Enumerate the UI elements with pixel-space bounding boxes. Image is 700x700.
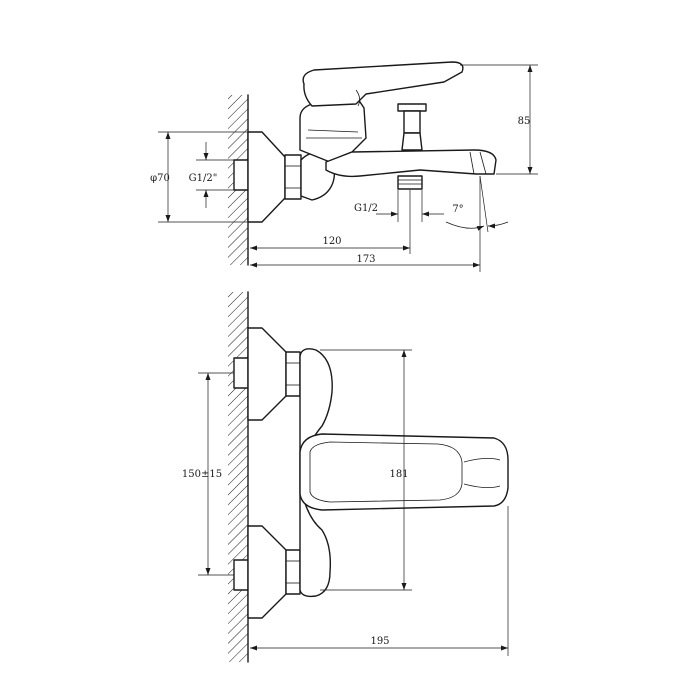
thread-label-side: G1/2" [189, 173, 218, 184]
thread-label-bottom: G1/2 [354, 203, 378, 214]
shower-outlet-thread [397, 175, 423, 190]
inlet-nipple-upper [233, 357, 249, 389]
dim-depth-120: 120 [322, 236, 341, 247]
dim-height-85: 85 [518, 116, 531, 127]
dim-depth-195: 195 [370, 636, 389, 647]
dim-length-181: 181 [389, 469, 408, 480]
side-view: 85 φ70 G1/2" G1/2 7° 120 173 [150, 61, 538, 272]
escutcheon-lower [247, 525, 287, 619]
escutcheon-top [247, 131, 286, 223]
spout-side [325, 149, 497, 178]
dim-spacing-150: 150±15 [182, 469, 222, 480]
inlet-nipple-top [233, 159, 249, 191]
lever-side [302, 61, 464, 107]
diverter-knob-side [397, 103, 427, 112]
hex-nut-top [284, 154, 302, 200]
escutcheon-upper [247, 327, 287, 421]
wall-hatch-bottom [228, 292, 248, 662]
plan-view: 150±15 181 195 [182, 291, 509, 663]
hex-nut-upper [285, 351, 301, 397]
dim-diameter-70: φ70 [150, 173, 170, 184]
hex-nut-lower [285, 549, 301, 595]
dim-depth-173: 173 [356, 254, 375, 265]
angle-7deg: 7° [452, 204, 463, 215]
inlet-nipple-lower [233, 559, 249, 591]
